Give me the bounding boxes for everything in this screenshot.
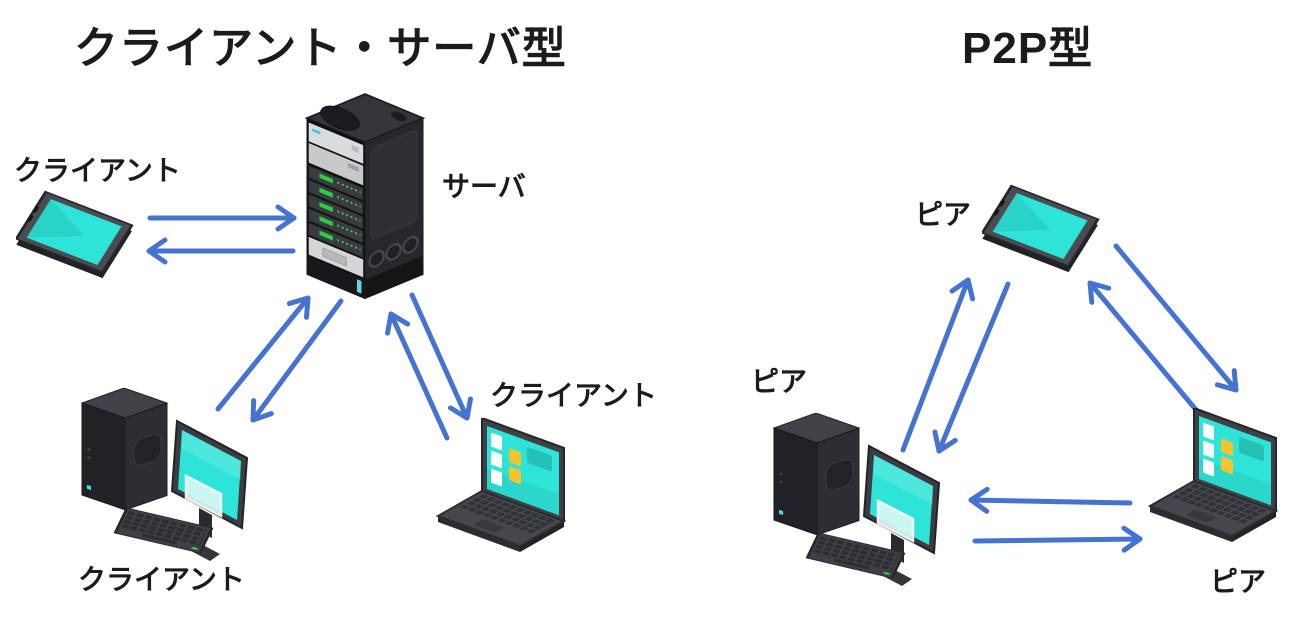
arrow-peer-desktop-to-laptop bbox=[972, 525, 1143, 553]
arrow-peer-laptop-to-tablet bbox=[1087, 280, 1200, 414]
peer-laptop-label: ピア bbox=[1210, 566, 1267, 597]
tablet-client-icon bbox=[16, 184, 144, 284]
peer-tablet-label: ピア bbox=[915, 199, 972, 230]
client-laptop-label: クライアント bbox=[490, 380, 657, 411]
arrow-peer-tablet-to-laptop bbox=[1113, 243, 1239, 393]
tablet-peer-icon bbox=[982, 178, 1110, 278]
rack-server-icon bbox=[298, 93, 432, 305]
desktop-peer-icon bbox=[764, 413, 979, 618]
client-tablet-label: クライアント bbox=[14, 155, 181, 186]
desktop-client-icon bbox=[72, 388, 287, 593]
client-desktop-label: クライアント bbox=[78, 564, 245, 595]
laptop-peer-icon bbox=[1148, 408, 1300, 560]
server-label: サーバ bbox=[442, 171, 526, 202]
client-server-title: クライアント・サーバ型 bbox=[74, 24, 567, 73]
arrow-server-to-laptop bbox=[409, 292, 474, 421]
arrow-peer-laptop-to-desktop bbox=[968, 486, 1133, 514]
laptop-client-icon bbox=[436, 418, 596, 570]
p2p-title: P2P型 bbox=[962, 24, 1094, 73]
peer-desktop-label: ピア bbox=[751, 366, 808, 397]
